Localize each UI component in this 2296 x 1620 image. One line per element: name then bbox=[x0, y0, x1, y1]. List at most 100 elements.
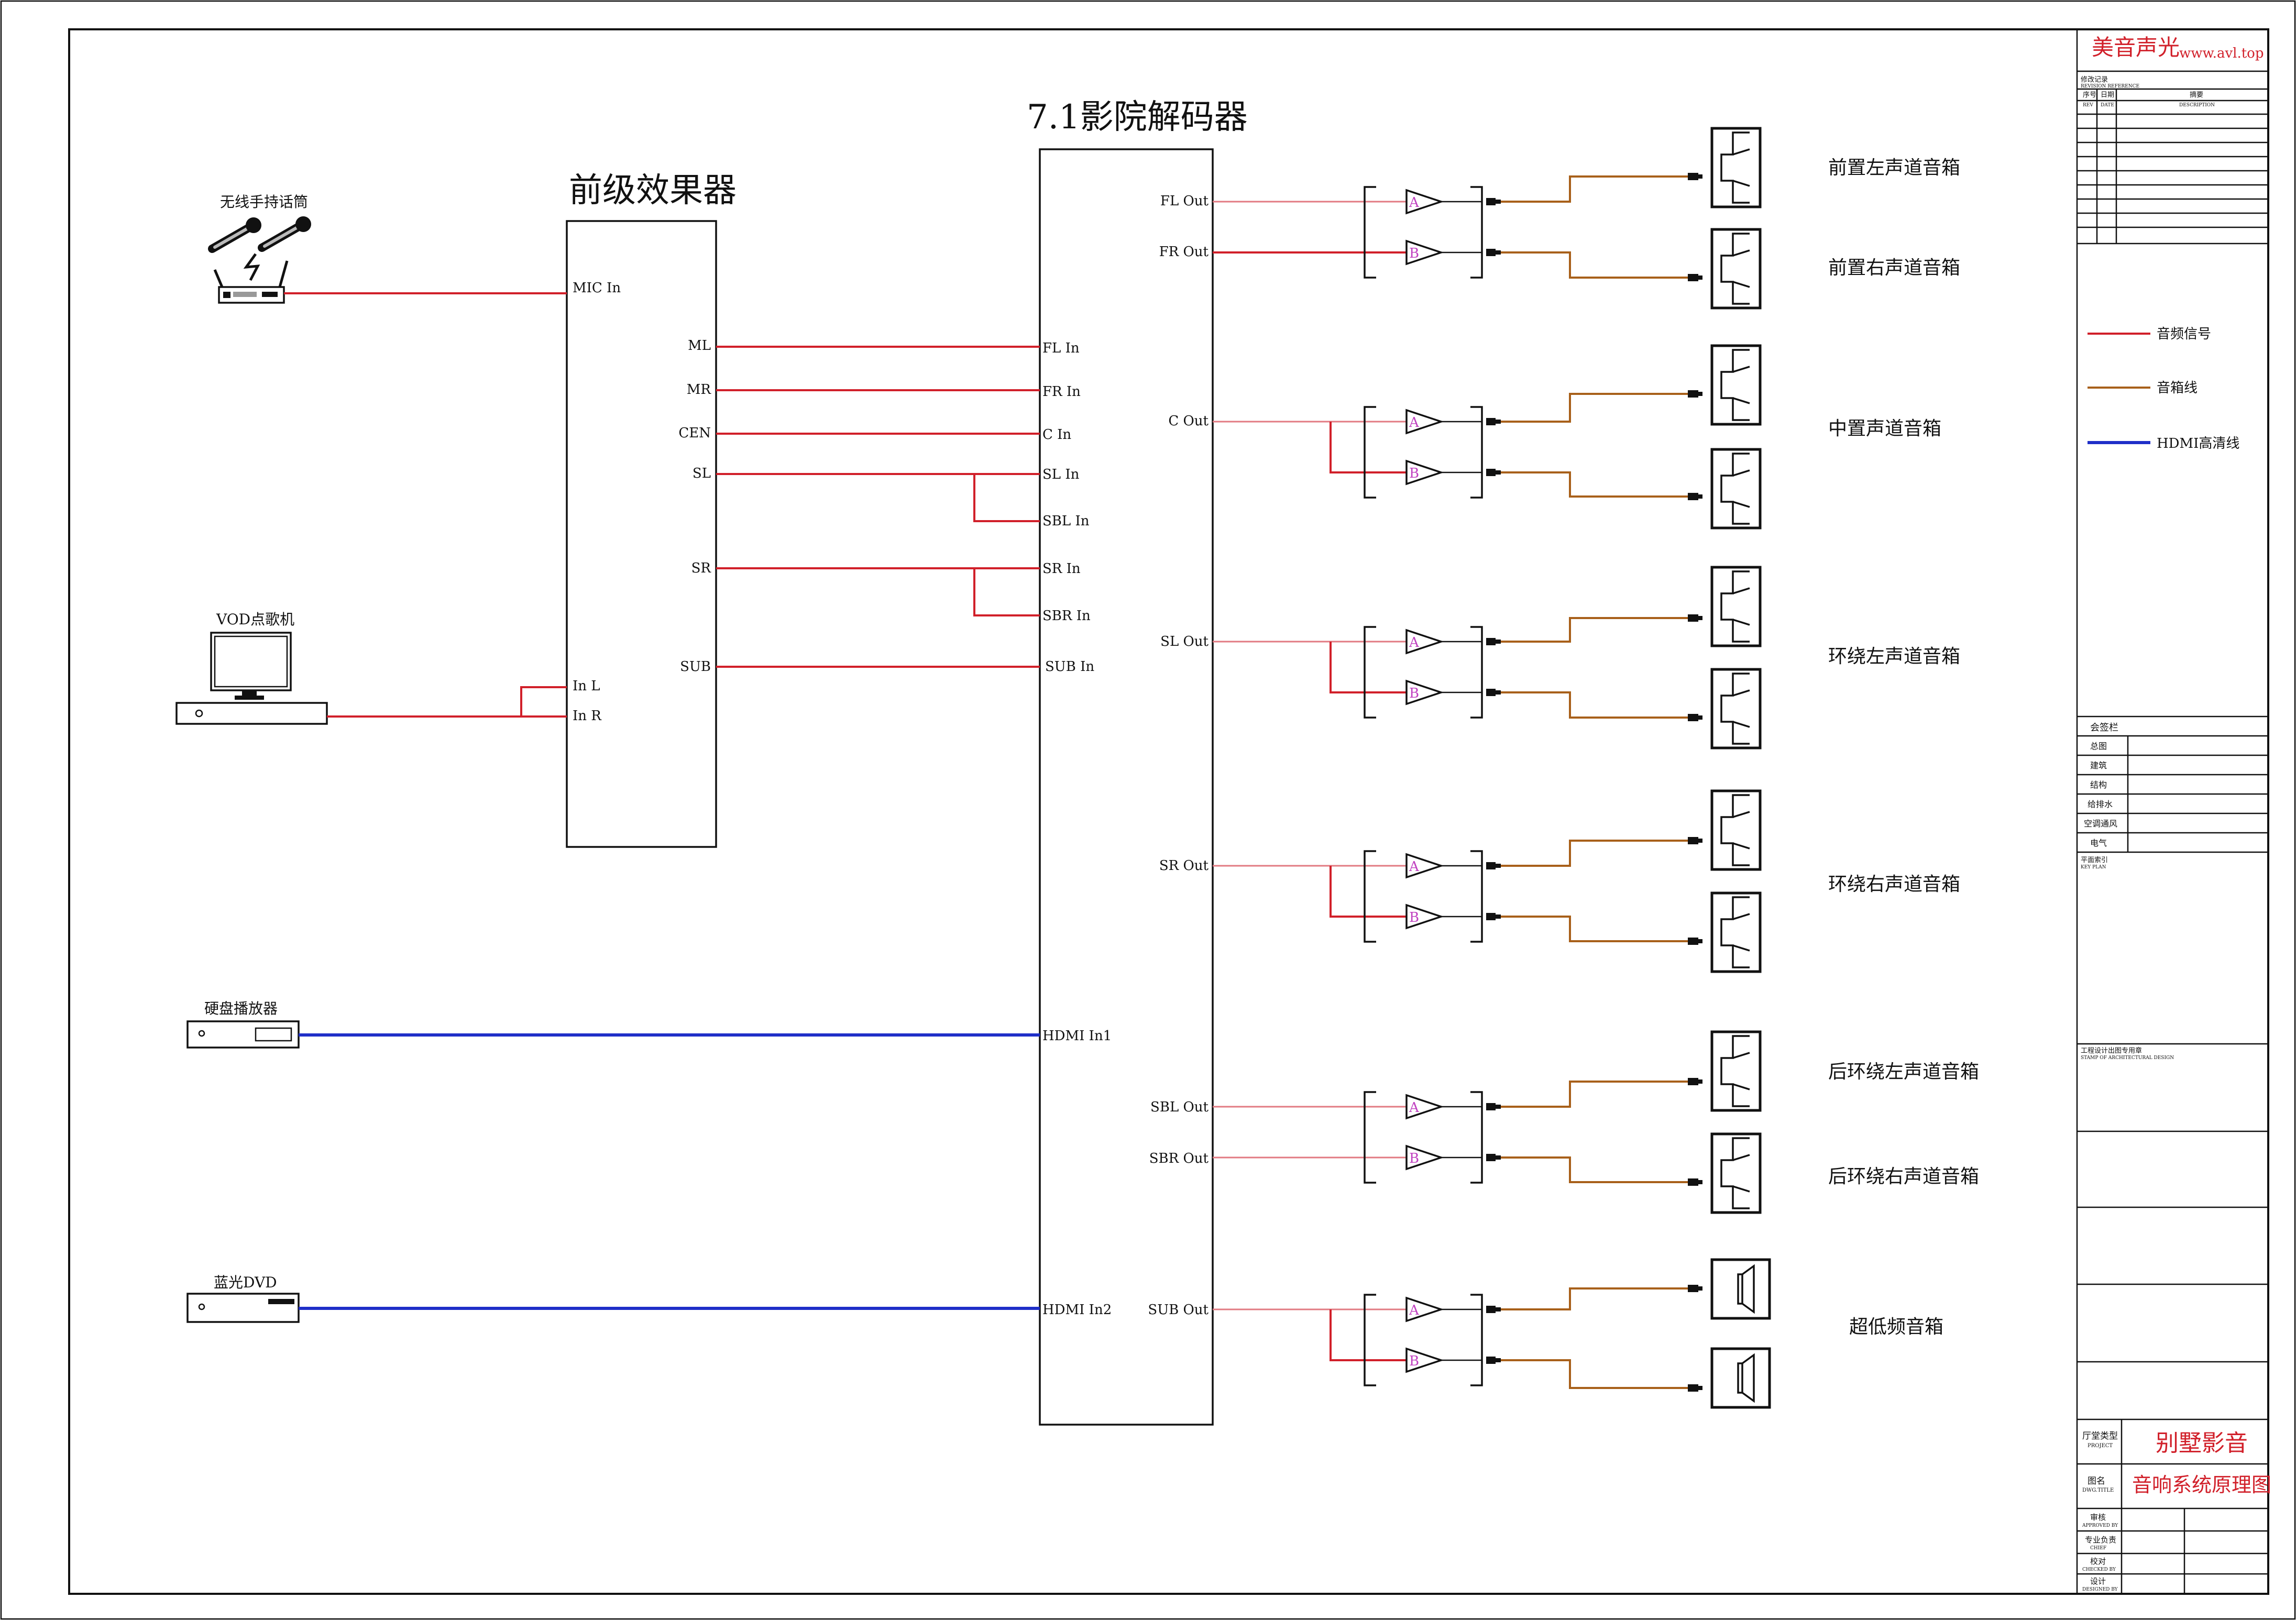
preamp-in-r: In R bbox=[573, 708, 602, 724]
label-front-left: 前置左声道音箱 bbox=[1828, 157, 1960, 179]
stamp-label-en: STAMP OF ARCHITECTURAL DESIGN bbox=[2081, 1055, 2174, 1061]
amp-sub-b: B bbox=[1409, 1353, 1419, 1369]
speaker-back-left bbox=[1712, 1032, 1760, 1110]
hdd-player bbox=[186, 1020, 300, 1049]
amp-sr-b: B bbox=[1409, 910, 1419, 925]
speaker-surround-left-1 bbox=[1712, 567, 1760, 646]
amp-center-b: B bbox=[1409, 466, 1419, 481]
stamp-label: 工程设计出图专用章 bbox=[2081, 1046, 2142, 1055]
amp-sub-a: A bbox=[1409, 1303, 1420, 1318]
label-back-left: 后环绕左声道音箱 bbox=[1828, 1061, 1979, 1083]
bluray-label: 蓝光DVD bbox=[214, 1274, 277, 1291]
amp-surround-left bbox=[1364, 626, 1502, 719]
dec-in-c: C In bbox=[1042, 427, 1071, 443]
bluray-player bbox=[186, 1293, 300, 1323]
key-plan-label-en: KEY PLAN bbox=[2081, 865, 2106, 870]
dec-out-sbl: SBL Out bbox=[1150, 1099, 1209, 1115]
chief: 专业负责 bbox=[2085, 1535, 2116, 1545]
designed-by: 设计 bbox=[2090, 1577, 2106, 1586]
discipline-arch: 建筑 bbox=[2090, 761, 2107, 770]
preamp-out-mr: MR bbox=[687, 382, 712, 398]
preamp-out-ml: ML bbox=[688, 338, 711, 354]
speaker-center-1 bbox=[1712, 346, 1760, 424]
decoder-title: 7.1影院解码器 bbox=[1027, 98, 1248, 137]
speaker-surround-left-2 bbox=[1712, 669, 1760, 748]
dec-in-fl: FL In bbox=[1042, 340, 1080, 356]
dec-out-c: C Out bbox=[1168, 413, 1209, 429]
amp-sl-b: B bbox=[1409, 686, 1419, 701]
preamp-out-sub: SUB bbox=[680, 659, 711, 675]
speaker-front-right bbox=[1712, 229, 1760, 308]
approved-by: 审核 bbox=[2090, 1513, 2106, 1522]
amp-sub bbox=[1364, 1294, 1502, 1386]
decoder-box bbox=[1039, 148, 1214, 1426]
speaker-wires bbox=[1501, 175, 1696, 1389]
amp-back bbox=[1364, 1091, 1502, 1184]
brand-name: 美音声光 bbox=[2092, 35, 2180, 60]
amp-back-b: B bbox=[1409, 1151, 1419, 1166]
label-surround-left: 环绕左声道音箱 bbox=[1828, 646, 1960, 667]
dec-out-sr: SR Out bbox=[1159, 858, 1209, 874]
preamp-out-cen: CEN bbox=[678, 425, 711, 441]
mic-label: 无线手持话筒 bbox=[220, 193, 308, 211]
rev-col-date-en: DATE bbox=[2101, 103, 2114, 108]
legend bbox=[2088, 333, 2150, 444]
subwoofer-1 bbox=[1712, 1260, 1770, 1318]
preamp-in-l: In L bbox=[573, 678, 600, 694]
label-center: 中置声道音箱 bbox=[1828, 418, 1941, 439]
subwoofer-2 bbox=[1712, 1349, 1770, 1407]
dec-out-sl: SL Out bbox=[1160, 634, 1209, 649]
designed-by-en: DESIGNED BY bbox=[2082, 1587, 2118, 1592]
brand-website: www.avl.top bbox=[2179, 46, 2264, 61]
dec-in-sl: SL In bbox=[1042, 467, 1080, 482]
dec-in-sbl: SBL In bbox=[1042, 513, 1090, 529]
wire-sl-split bbox=[1330, 642, 1407, 693]
title-block bbox=[2076, 29, 2268, 1594]
checked-by: 校对 bbox=[2090, 1557, 2106, 1566]
speaker-surround-right-1 bbox=[1712, 791, 1760, 869]
project-label-en: PROJECT bbox=[2088, 1443, 2113, 1449]
wire-sbr bbox=[973, 568, 1040, 616]
rev-col-date: 日期 bbox=[2101, 91, 2114, 99]
amp-sl-a: A bbox=[1409, 635, 1420, 651]
discipline-hvac: 空调通风 bbox=[2084, 819, 2117, 829]
dec-in-sbr: SBR In bbox=[1042, 608, 1091, 624]
amp-front-b: B bbox=[1409, 246, 1419, 261]
drawing-border bbox=[68, 28, 2269, 1595]
rev-col-no: 序号 bbox=[2083, 91, 2096, 99]
dec-out-fr: FR Out bbox=[1159, 244, 1209, 260]
label-front-right: 前置右声道音箱 bbox=[1828, 257, 1960, 279]
preamp-box bbox=[566, 220, 717, 848]
legend-speaker-cable: 音箱线 bbox=[2157, 380, 2198, 396]
key-plan-label: 平面索引 bbox=[2081, 856, 2108, 864]
amp-surround-right bbox=[1364, 850, 1502, 943]
drawing-label: 图名 bbox=[2088, 1476, 2105, 1486]
speaker-back-right bbox=[1712, 1134, 1760, 1213]
discipline-elec: 电气 bbox=[2090, 838, 2107, 848]
dec-out-fl: FL Out bbox=[1160, 193, 1209, 209]
amp-back-a: A bbox=[1409, 1100, 1420, 1116]
vod-label: VOD点歌机 bbox=[216, 611, 294, 628]
speaker-center-2 bbox=[1712, 449, 1760, 528]
signoff-title: 会签栏 bbox=[2090, 722, 2118, 733]
approved-by-en: APPROVED BY bbox=[2082, 1523, 2118, 1528]
wire-vod bbox=[327, 686, 567, 718]
label-back-right: 后环绕右声道音箱 bbox=[1828, 1166, 1979, 1187]
preamp-title: 前级效果器 bbox=[569, 171, 737, 210]
legend-audio: 音频信号 bbox=[2157, 326, 2211, 342]
preamp-out-sl: SL bbox=[693, 466, 711, 481]
revision-title: 修改记录 bbox=[2081, 76, 2108, 84]
dec-in-hdmi2: HDMI In2 bbox=[1042, 1302, 1112, 1318]
checked-by-en: CHECKED BY bbox=[2082, 1567, 2116, 1572]
wireless-mic-receiver bbox=[213, 260, 289, 304]
wire-c-split bbox=[1330, 422, 1407, 473]
revision-title-en: REVISION REFERENCE bbox=[2081, 84, 2139, 89]
dec-in-sr: SR In bbox=[1042, 561, 1081, 577]
rev-col-desc-en: DESCRIPTION bbox=[2179, 103, 2215, 108]
wire-sbl bbox=[973, 474, 1040, 522]
discipline-struct: 结构 bbox=[2090, 780, 2107, 790]
amp-front bbox=[1364, 186, 1502, 279]
speaker-surround-right-2 bbox=[1712, 893, 1760, 972]
